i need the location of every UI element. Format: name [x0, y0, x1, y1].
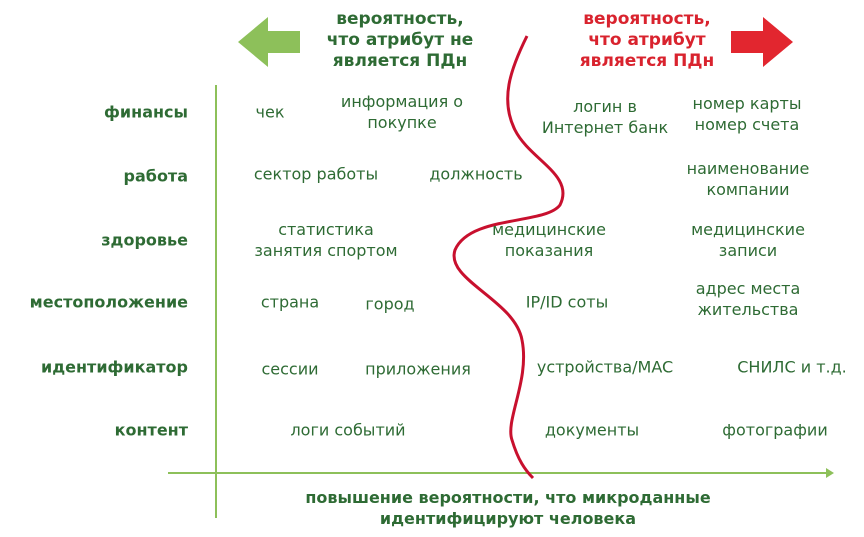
- cell-value: наименование компании: [686, 159, 810, 199]
- cell-value: адрес места жительства: [695, 279, 801, 319]
- cell-value: документы: [544, 420, 640, 440]
- cell-value: приложения: [365, 359, 471, 379]
- cell-value: сессии: [261, 359, 319, 379]
- row-label-work: работа: [123, 166, 188, 186]
- cell-value: логин в Интернет банк: [541, 97, 669, 137]
- cell-value: чек: [255, 102, 285, 122]
- cell-value: медицинские записи: [691, 220, 805, 260]
- row-label-identifier: идентификатор: [41, 357, 188, 377]
- cell-value: СНИЛС и т.д.: [737, 357, 847, 377]
- left-arrow-icon: [238, 17, 300, 67]
- right-header-line: что атрибут: [588, 30, 706, 50]
- cell-value: страна: [260, 292, 320, 312]
- row-label-location: местоположение: [29, 292, 188, 312]
- x-axis-arrowhead-icon: [826, 468, 834, 478]
- cell-value: фотографии: [722, 420, 828, 440]
- cell-value: медицинские показания: [492, 220, 606, 260]
- left-header-line: что атрибут не: [326, 30, 474, 50]
- boundary-curve: [452, 35, 565, 480]
- cell-value: город: [365, 294, 415, 314]
- cell-value: номер карты номер счета: [692, 94, 802, 134]
- left-header-line: является ПДн: [332, 51, 468, 71]
- cell-value: IP/ID соты: [525, 292, 609, 312]
- left-header: вероятность, что атрибут не является ПДн: [300, 9, 500, 72]
- cell-value: сектор работы: [253, 164, 379, 184]
- cell-value: логи событий: [290, 420, 406, 440]
- row-label-content: контент: [114, 420, 188, 440]
- x-axis-label-line: идентифицируют человека: [379, 509, 637, 528]
- cell-value: должность: [429, 164, 523, 184]
- row-label-finance: финансы: [104, 102, 188, 122]
- cell-value: статистика занятия спортом: [254, 220, 398, 260]
- left-header-line: вероятность,: [336, 9, 464, 29]
- cell-value: устройства/MAC: [536, 357, 674, 377]
- row-label-health: здоровье: [101, 230, 188, 250]
- x-axis-label: повышение вероятности, что микроданные и…: [258, 487, 758, 529]
- right-arrow-icon: [731, 17, 793, 67]
- cell-value: информация о покупке: [340, 92, 464, 132]
- right-header: вероятность, что атрибут является ПДн: [552, 9, 742, 72]
- right-header-line: является ПДн: [579, 51, 715, 71]
- x-axis-label-line: повышение вероятности, что микроданные: [305, 488, 711, 507]
- right-header-line: вероятность,: [583, 9, 711, 29]
